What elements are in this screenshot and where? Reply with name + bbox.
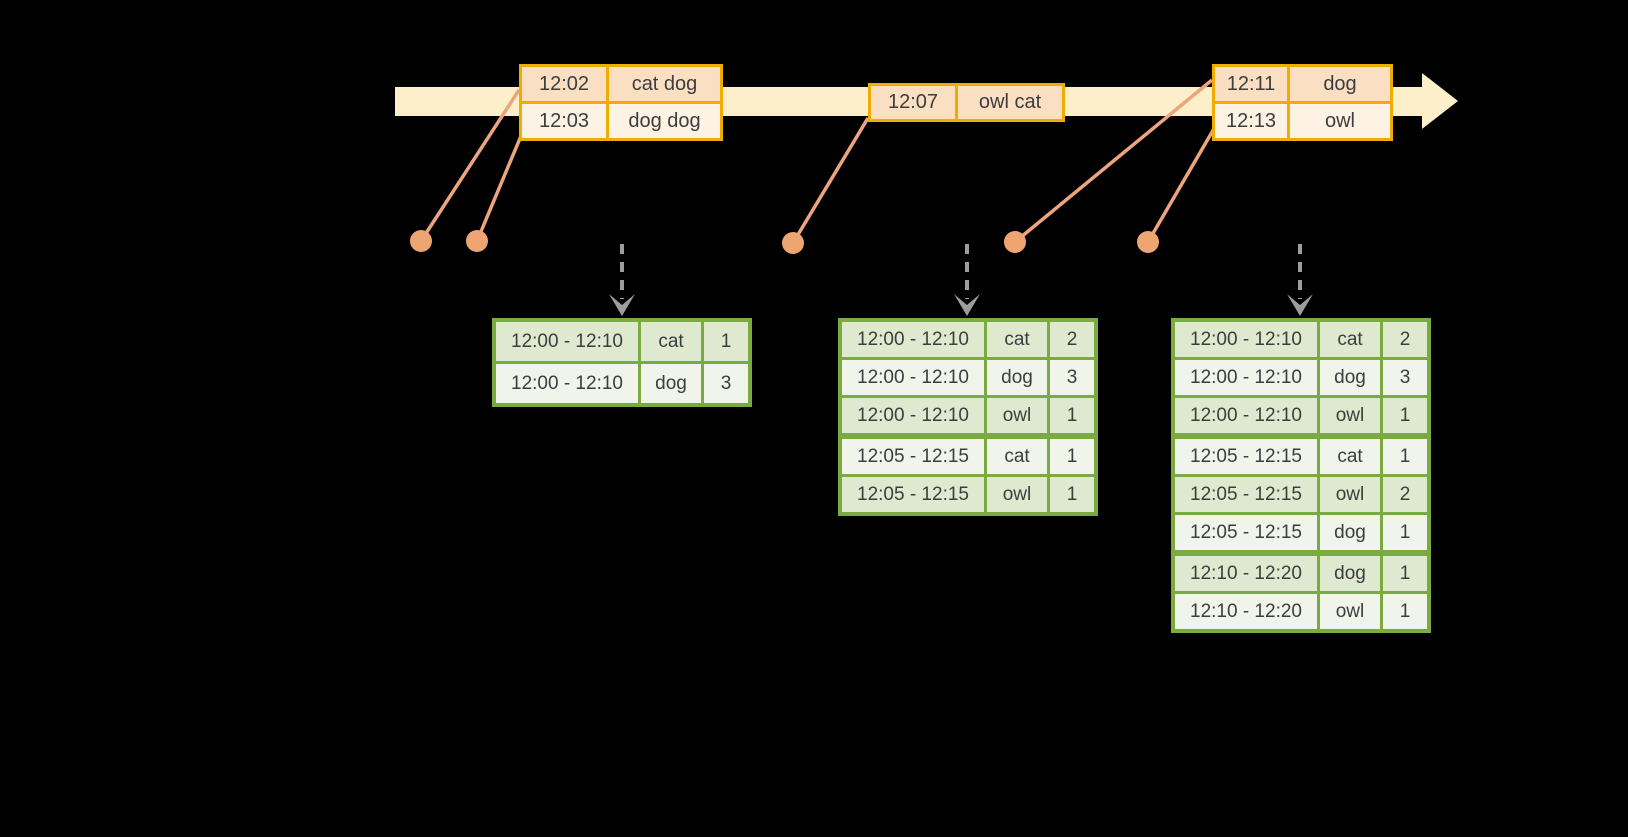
trigger-arrowhead-icon bbox=[609, 294, 635, 316]
word-cell: dog bbox=[1320, 515, 1380, 550]
count-cell: 3 bbox=[704, 364, 748, 403]
event-connector-line bbox=[1013, 78, 1214, 244]
count-cell: 1 bbox=[1050, 477, 1094, 512]
word-cell: dog bbox=[1320, 556, 1380, 591]
window-cell: 12:00 - 12:10 bbox=[842, 360, 984, 395]
word-cell: cat bbox=[1320, 439, 1380, 474]
window-cell: 12:10 - 12:20 bbox=[1175, 594, 1317, 629]
count-cell: 1 bbox=[1383, 439, 1427, 474]
window-cell: 12:10 - 12:20 bbox=[1175, 556, 1317, 591]
window-cell: 12:00 - 12:10 bbox=[496, 364, 638, 403]
word-cell: dog bbox=[1320, 360, 1380, 395]
event-connector-line bbox=[1146, 126, 1217, 243]
event-dot-icon bbox=[782, 232, 804, 254]
word-cell: owl bbox=[987, 398, 1047, 433]
window-cell: 12:05 - 12:15 bbox=[1175, 515, 1317, 550]
count-cell: 1 bbox=[1383, 556, 1427, 591]
words-cell: owl cat bbox=[958, 86, 1062, 119]
word-cell: dog bbox=[987, 360, 1047, 395]
event-dot-icon bbox=[410, 230, 432, 252]
word-cell: owl bbox=[1320, 594, 1380, 629]
count-cell: 1 bbox=[1383, 594, 1427, 629]
word-cell: cat bbox=[641, 322, 701, 361]
count-cell: 1 bbox=[1050, 439, 1094, 474]
time-cell: 12:13 bbox=[1215, 104, 1287, 138]
window-cell: 12:00 - 12:10 bbox=[496, 322, 638, 361]
count-cell: 2 bbox=[1050, 322, 1094, 357]
words-cell: owl bbox=[1290, 104, 1390, 138]
words-cell: cat dog bbox=[609, 67, 720, 101]
window-cell: 12:05 - 12:15 bbox=[842, 439, 984, 474]
window-cell: 12:00 - 12:10 bbox=[1175, 360, 1317, 395]
trigger-arrowhead-icon bbox=[954, 294, 980, 316]
window-cell: 12:05 - 12:15 bbox=[842, 477, 984, 512]
words-cell: dog bbox=[1290, 67, 1390, 101]
word-cell: owl bbox=[1320, 398, 1380, 433]
timeline-arrowhead-icon bbox=[1422, 73, 1458, 129]
word-cell: cat bbox=[1320, 322, 1380, 357]
count-cell: 3 bbox=[1383, 360, 1427, 395]
word-cell: owl bbox=[987, 477, 1047, 512]
window-cell: 12:00 - 12:10 bbox=[842, 322, 984, 357]
event-connector-line bbox=[475, 135, 523, 242]
time-cell: 12:07 bbox=[871, 86, 955, 119]
event-dot-icon bbox=[1137, 231, 1159, 253]
window-cell: 12:00 - 12:10 bbox=[1175, 398, 1317, 433]
window-cell: 12:05 - 12:15 bbox=[1175, 439, 1317, 474]
time-cell: 12:11 bbox=[1215, 67, 1287, 101]
word-cell: dog bbox=[641, 364, 701, 403]
count-cell: 1 bbox=[1050, 398, 1094, 433]
word-cell: cat bbox=[987, 439, 1047, 474]
count-cell: 3 bbox=[1050, 360, 1094, 395]
event-dot-icon bbox=[466, 230, 488, 252]
word-cell: owl bbox=[1320, 477, 1380, 512]
window-cell: 12:00 - 12:10 bbox=[1175, 322, 1317, 357]
event-connector-line bbox=[419, 89, 521, 242]
count-cell: 1 bbox=[1383, 398, 1427, 433]
count-cell: 2 bbox=[1383, 322, 1427, 357]
window-cell: 12:05 - 12:15 bbox=[1175, 477, 1317, 512]
count-cell: 2 bbox=[1383, 477, 1427, 512]
trigger-arrowhead-icon bbox=[1287, 294, 1313, 316]
time-cell: 12:03 bbox=[522, 104, 606, 138]
count-cell: 1 bbox=[1383, 515, 1427, 550]
word-cell: cat bbox=[987, 322, 1047, 357]
window-cell: 12:00 - 12:10 bbox=[842, 398, 984, 433]
count-cell: 1 bbox=[704, 322, 748, 361]
words-cell: dog dog bbox=[609, 104, 720, 138]
time-cell: 12:02 bbox=[522, 67, 606, 101]
event-connector-line bbox=[791, 117, 870, 244]
event-dot-icon bbox=[1004, 231, 1026, 253]
